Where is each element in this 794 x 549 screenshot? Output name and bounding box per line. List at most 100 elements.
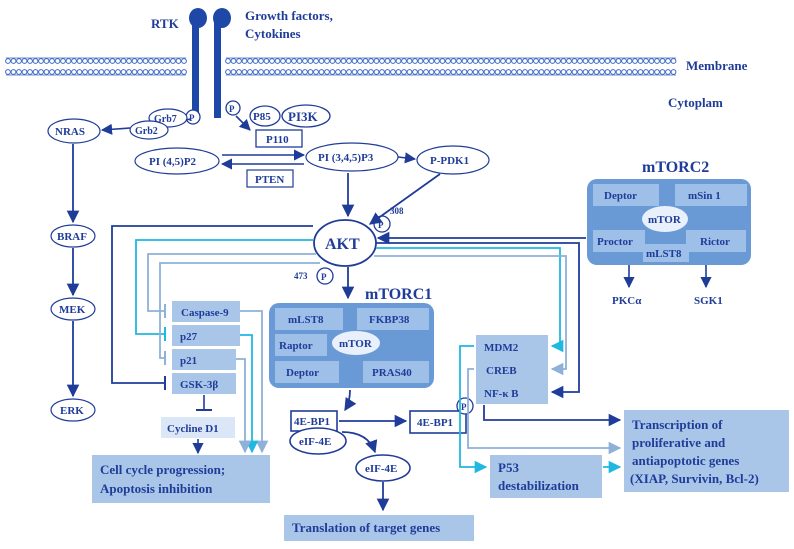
membrane-label: Membrane: [686, 58, 748, 73]
4ebp1-right-label: 4E-BP1: [417, 417, 453, 429]
arrow-line: [467, 368, 622, 455]
gsk3b-label: GSK-3β: [180, 379, 218, 391]
arrow-line: [240, 334, 259, 454]
phosphate-label: P: [189, 113, 195, 123]
cell-cycle-box: [92, 455, 270, 503]
pi3k-node: [281, 104, 331, 128]
eif4e-free-label: eIF-4E: [365, 463, 397, 475]
mtorc2-mtor-label: mTOR: [648, 214, 682, 226]
eif4e-bound-node: [289, 427, 347, 455]
phosphate-icon: [456, 397, 474, 415]
cell-cycle-line2: Apoptosis inhibition: [100, 481, 213, 496]
p85-label: P85: [253, 111, 271, 123]
erk-node: [50, 398, 96, 422]
caspase9-box: [172, 301, 240, 322]
mtorc2-rictor-box: [686, 230, 746, 252]
arrow-line: [459, 345, 488, 474]
ppdk1-label: P-PDK1: [430, 155, 469, 167]
mtorc2-mlst8-box: [643, 244, 689, 262]
mtorc1-mlst8-label: mLST8: [288, 314, 324, 326]
braf-label: BRAF: [57, 231, 87, 243]
phosphate-icon: [316, 267, 334, 285]
grb7-label: Grb7: [154, 114, 177, 125]
p53-line1: P53: [498, 460, 519, 475]
p53-line2: destabilization: [498, 478, 580, 493]
erk-label: ERK: [60, 405, 84, 417]
p53-box: [490, 455, 602, 498]
arrow-line: [100, 123, 131, 135]
growth-factors-label: Growth factors,: [245, 8, 333, 23]
phosphate-icon: [225, 100, 241, 116]
transcription-line3: antiapoptotic genes: [632, 453, 739, 468]
mtorc2-proctor-box: [593, 230, 645, 252]
mtorc2-msin1-label: mSin 1: [688, 190, 721, 202]
cell-cycle-line1: Cell cycle progression;: [100, 462, 225, 477]
mtorc1-raptor-label: Raptor: [279, 340, 313, 352]
pi345p3-label: PI (3,4,5)P3: [318, 152, 374, 164]
mtorc2-proctor-label: Proctor: [597, 236, 633, 248]
grb2-label: Grb2: [135, 126, 158, 137]
arrow-line: [344, 389, 357, 412]
pten-box: [246, 169, 294, 188]
pi45p2-label: PI (4,5)P2: [149, 156, 197, 168]
pi45p2-node: [134, 147, 220, 175]
phosphate-label: P: [229, 104, 235, 114]
braf-node: [50, 224, 96, 248]
transcription-line2: proliferative and: [632, 435, 726, 450]
mtorc1-fkbp38-label: FKBP38: [369, 314, 410, 326]
4ebp1-left-label: 4E-BP1: [294, 416, 330, 428]
eif4e-free-node: [355, 454, 411, 482]
site-308-label: 308: [390, 206, 404, 216]
p21-box: [172, 349, 236, 370]
mtorc1-fkbp38-box: [357, 308, 429, 330]
arrow-line: [236, 358, 252, 454]
mtorc2-mlst8-label: mLST8: [646, 248, 682, 260]
nras-label: NRAS: [55, 126, 85, 138]
mtorc2-deptor-label: Deptor: [604, 190, 637, 202]
cytoplasm-label: Cytoplam: [668, 95, 723, 110]
phosphate-label: P: [461, 402, 467, 412]
p27-label: p27: [180, 331, 198, 343]
arrow-line: [185, 118, 191, 121]
creb-label: CREB: [486, 365, 517, 377]
mtorc2-deptor-box: [593, 184, 659, 206]
transcription-line1: Transcription of: [632, 417, 723, 432]
mek-node: [50, 297, 96, 321]
gsk3b-box: [172, 373, 236, 394]
translation-label: Translation of target genes: [292, 520, 440, 535]
creb-box: [476, 358, 548, 381]
sgk1-label: SGK1: [694, 295, 723, 307]
inhibition-line: [147, 253, 316, 312]
cycline-d1-box: [161, 417, 235, 438]
connectors: [66, 115, 712, 512]
ppdk1-node: [416, 145, 490, 175]
cycline-d1-label: Cycline D1: [167, 423, 219, 435]
nfkb-label: NF-κ B: [484, 388, 519, 400]
mtorc1-raptor-box: [275, 334, 327, 356]
arrow-line: [368, 173, 441, 225]
mtorc1-mtor-node: [332, 331, 380, 355]
transcription-line4: (XIAP, Survivin, Bcl-2): [630, 471, 759, 486]
mtorc1-deptor-label: Deptor: [286, 367, 319, 379]
mtorc2-mtor-node: [642, 206, 688, 232]
rtk-label: RTK: [151, 16, 180, 31]
pkca-label: PKCα: [612, 295, 642, 307]
mtorc1-mtor-label: mTOR: [339, 338, 373, 350]
site-473-label: 473: [294, 271, 308, 281]
phosphate-label: P: [321, 272, 327, 282]
nfkb-box: [476, 381, 548, 404]
arrow-line: [341, 431, 378, 454]
akt-label: AKT: [325, 236, 360, 253]
arrow-line: [376, 247, 564, 353]
mtorc1-pras40-label: PRAS40: [372, 367, 412, 379]
arrow-line: [374, 255, 567, 376]
arrow-line: [483, 405, 622, 427]
mtorc1-deptor-box: [275, 361, 339, 383]
inhibition-line: [135, 239, 313, 335]
arrow-line: [235, 115, 251, 131]
p21-label: p21: [180, 355, 197, 367]
mtorc1-mlst8-box: [275, 308, 343, 330]
grb2-node: [129, 120, 169, 140]
